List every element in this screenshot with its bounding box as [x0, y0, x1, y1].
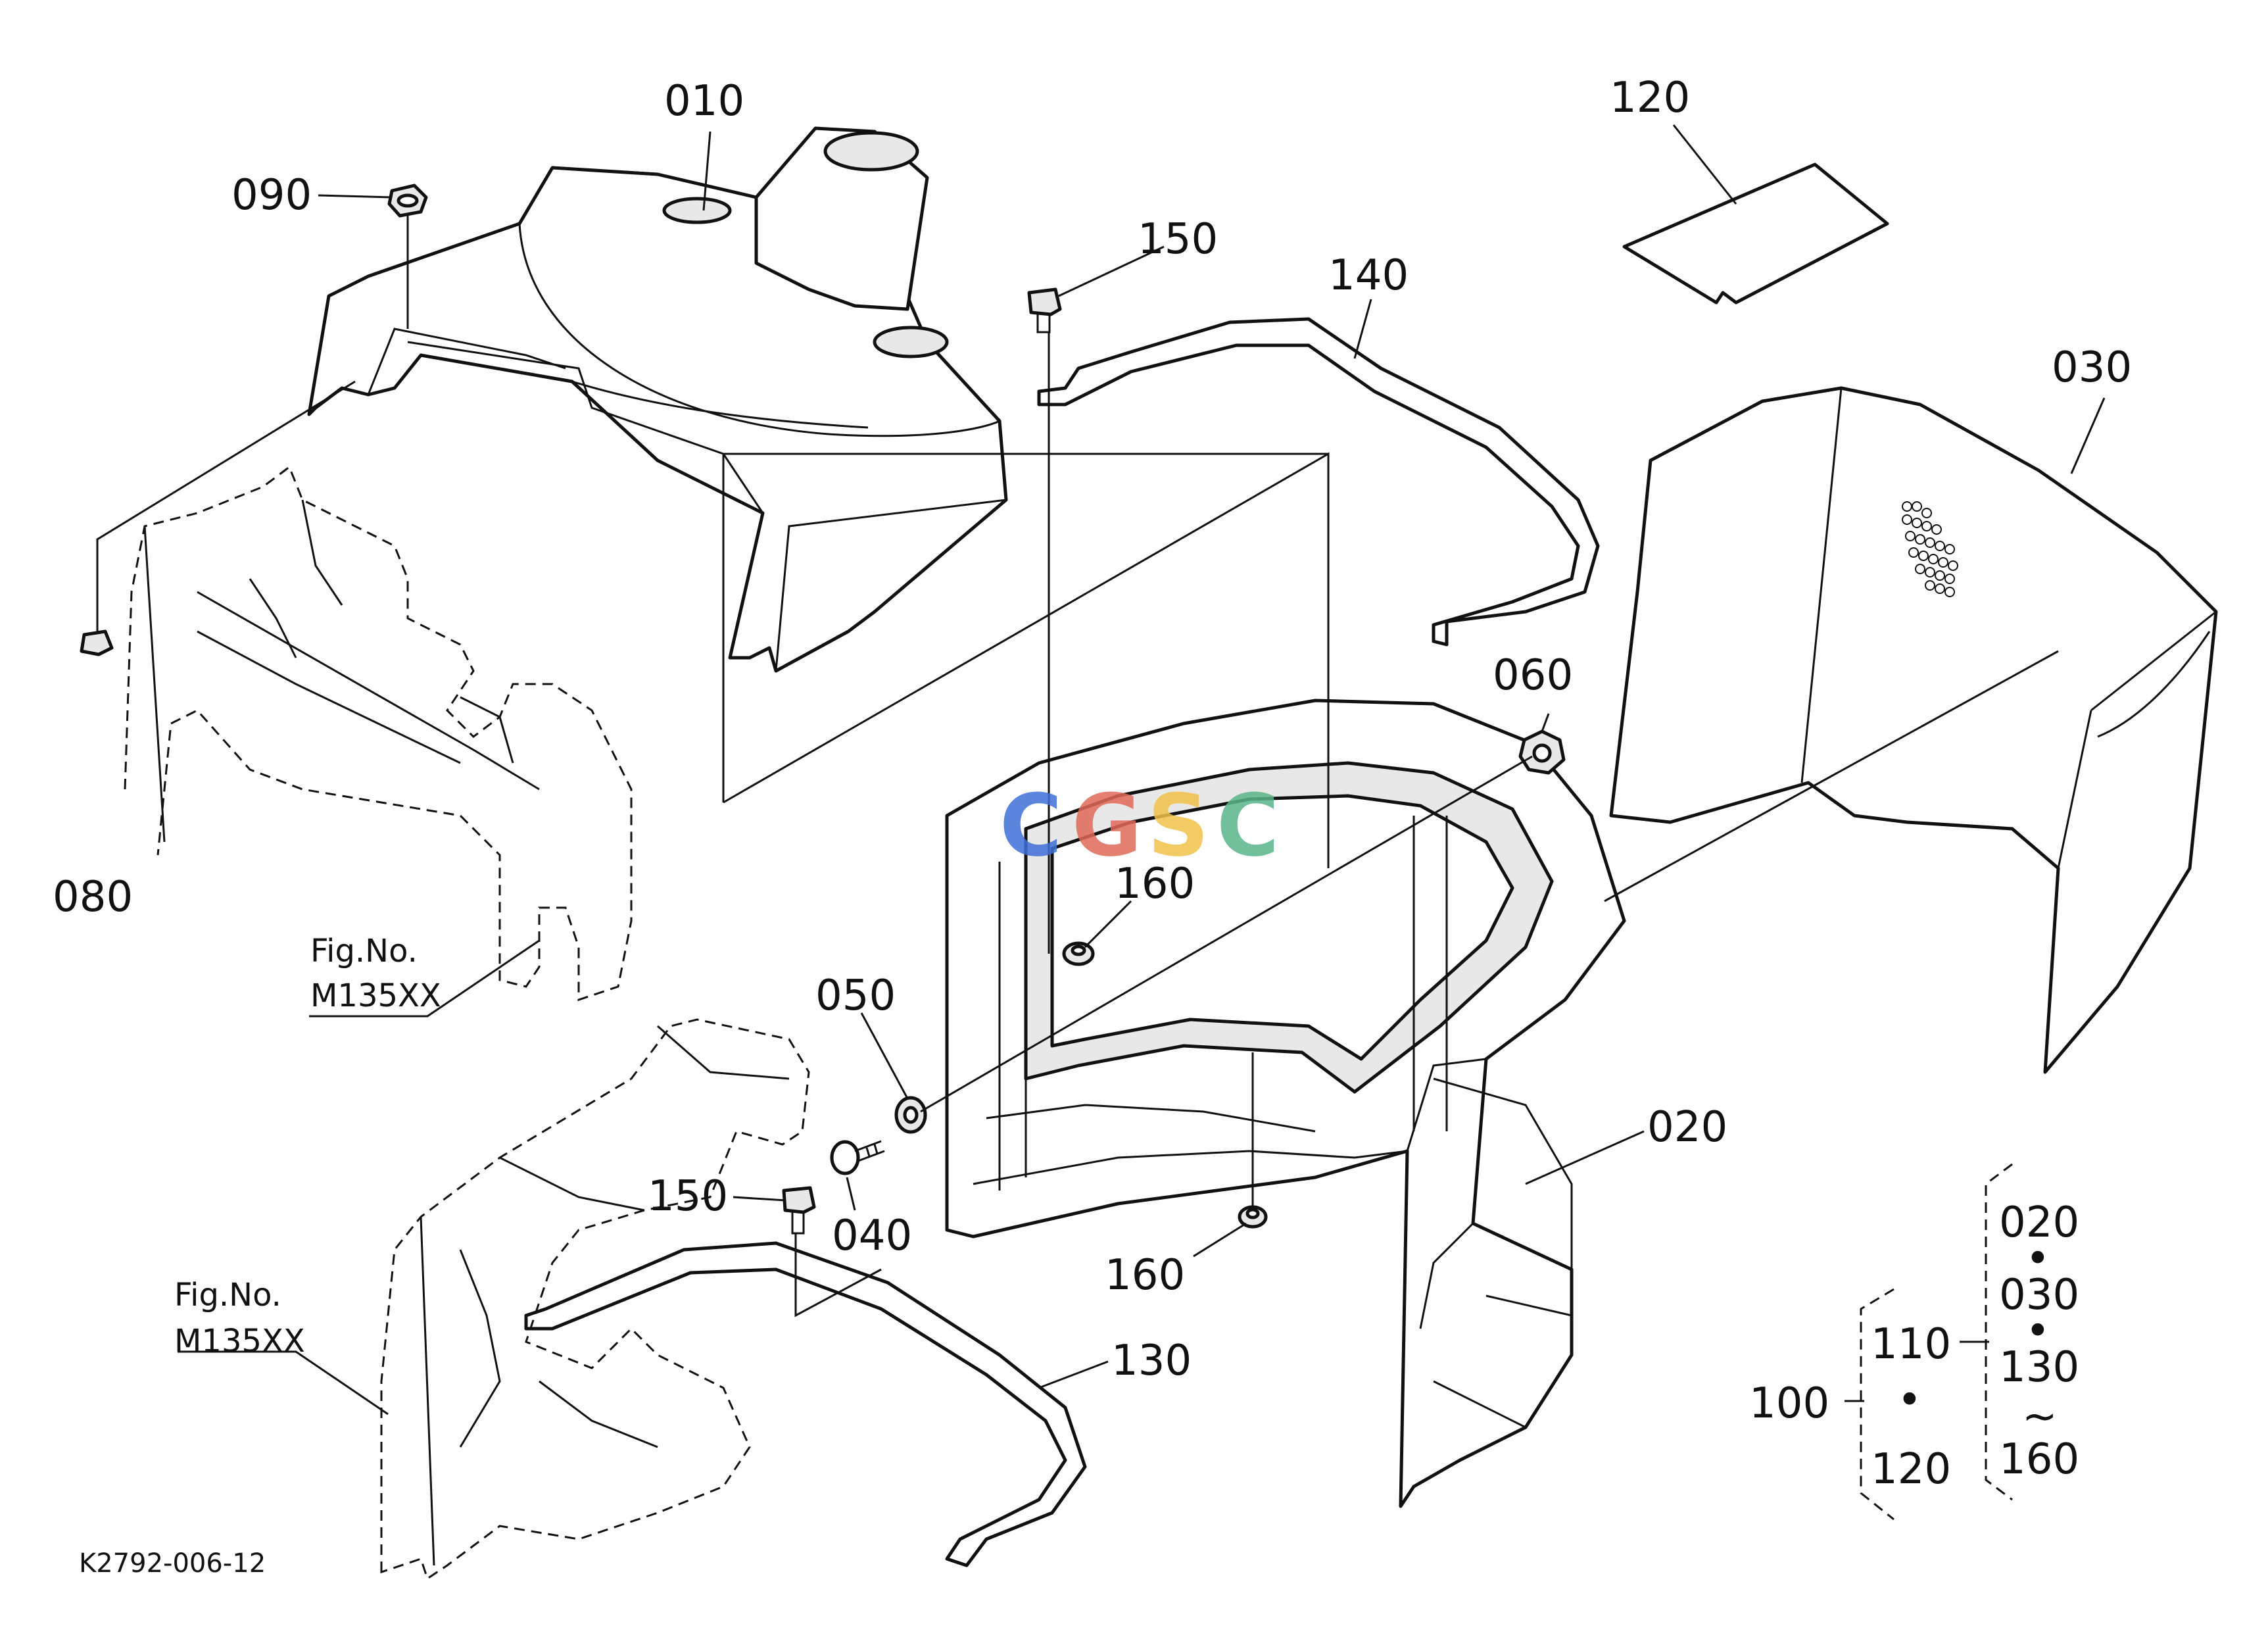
label-080: 080: [53, 873, 133, 922]
label-020: 020: [1647, 1103, 1727, 1152]
grille-vent-holes: [1902, 501, 1958, 597]
part-140-upper-support-bar[interactable]: [1037, 317, 1600, 647]
label-060: 060: [1493, 651, 1573, 700]
label-040: 040: [832, 1212, 912, 1260]
part-060-knob[interactable]: [1518, 729, 1566, 775]
label-130: 130: [1111, 1337, 1192, 1385]
part-010-upper-cover[interactable]: [307, 126, 1008, 673]
part-050-grommet[interactable]: [894, 1096, 927, 1134]
label-leaders: [178, 124, 2106, 1415]
fig-ref-upper-line2: M135XX: [310, 977, 441, 1014]
part-160-grommet-upper[interactable]: [1062, 941, 1095, 966]
fig-ref-upper-line1: Fig.No.: [310, 933, 418, 970]
breakdown-dot-1: •: [2025, 1235, 2050, 1283]
watermark-letter-c2: C: [1217, 775, 1279, 875]
breakdown-020: 020: [1999, 1198, 2079, 1247]
label-160-lower: 160: [1105, 1251, 1185, 1300]
label-150-upper: 150: [1138, 215, 1218, 264]
left-frame-upper-dashed: [124, 465, 633, 1002]
assembly-dot-1: •: [1897, 1376, 1922, 1425]
breakdown-dot-2: •: [2025, 1307, 2050, 1356]
part-130-lower-support-bar[interactable]: [524, 1241, 1087, 1567]
label-090: 090: [231, 171, 312, 220]
left-frame-lower-dashed: [380, 1018, 810, 1581]
watermark-letter-g: G: [1072, 775, 1142, 875]
part-090-nut[interactable]: [387, 184, 428, 218]
assembly-110: 110: [1871, 1320, 1951, 1369]
breakdown-tilde: ~: [2022, 1392, 2058, 1441]
label-120-top: 120: [1610, 74, 1690, 122]
fig-ref-lower-line1: Fig.No.: [174, 1277, 281, 1314]
part-040-screw[interactable]: [830, 1140, 885, 1175]
label-010: 010: [664, 77, 744, 126]
breakdown-030: 030: [1999, 1271, 2079, 1319]
label-160-upper: 160: [1115, 860, 1195, 908]
part-020-front-frame[interactable]: [945, 699, 1626, 1508]
label-140: 140: [1328, 251, 1409, 300]
diagram-ref-id: K2792-006-12: [79, 1548, 266, 1579]
label-030: 030: [2052, 343, 2132, 392]
assembly-120: 120: [1871, 1445, 1951, 1494]
part-160-grommet-lower[interactable]: [1238, 1205, 1268, 1229]
assembly-100: 100: [1749, 1379, 1829, 1428]
part-150-bolt-lower[interactable]: [782, 1186, 816, 1235]
fig-ref-lower-line2: M135XX: [174, 1323, 305, 1360]
watermark-letter-c1: C: [1000, 775, 1062, 875]
label-050: 050: [815, 971, 896, 1020]
assembly-breakdown: 100 110 • 120 020 • 030 • 130 ~ 160: [1749, 1163, 2079, 1521]
watermark-letter-s: S: [1147, 775, 1209, 875]
breakdown-130: 130: [1999, 1343, 2079, 1392]
part-150-bolt-upper[interactable]: [1027, 287, 1062, 333]
part-120-sheet[interactable]: [1622, 162, 1889, 305]
assembly-guide-lines: [96, 214, 2059, 1317]
breakdown-160: 160: [1999, 1435, 2079, 1484]
label-150-lower: 150: [648, 1172, 728, 1221]
part-080-bolt[interactable]: [80, 618, 114, 656]
watermark-logo: C G S C: [1000, 775, 1279, 875]
